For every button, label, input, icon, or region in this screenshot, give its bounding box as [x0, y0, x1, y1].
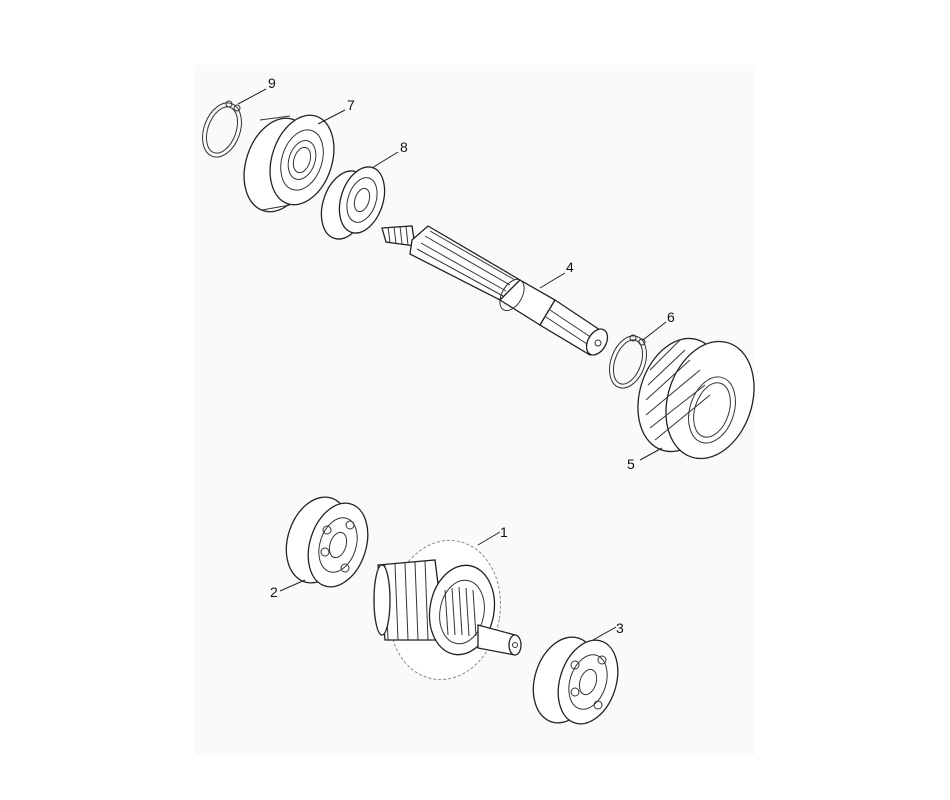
circlip-9-drawing	[202, 100, 242, 158]
part-label-9: 9	[268, 75, 276, 91]
part-label-4: 4	[566, 259, 574, 275]
bearing-3-drawing	[532, 636, 619, 725]
part-label-8: 8	[400, 139, 408, 155]
part-label-3: 3	[616, 620, 624, 636]
part-label-5: 5	[627, 456, 635, 472]
gear-5-drawing	[637, 337, 755, 460]
leader-line-4	[539, 272, 566, 289]
circlip-6-drawing	[609, 334, 647, 389]
gear-1-drawing	[373, 539, 522, 681]
part-label-7: 7	[347, 97, 355, 113]
part-label-1: 1	[500, 524, 508, 540]
part-label-2: 2	[270, 584, 278, 600]
leader-line-1	[477, 531, 501, 546]
leader-line-6	[642, 321, 667, 341]
leader-line-8	[371, 151, 399, 169]
part-label-6: 6	[667, 309, 675, 325]
bearing-7-drawing	[243, 114, 335, 213]
leader-line-7	[317, 109, 346, 125]
leader-line-3	[592, 626, 617, 641]
leader-line-2	[279, 579, 306, 592]
leader-line-5	[639, 447, 663, 461]
bearing-2-drawing	[285, 496, 369, 588]
shaft-4-drawing	[381, 225, 609, 356]
leader-line-9	[237, 88, 267, 105]
bearing-8-drawing	[320, 166, 386, 240]
